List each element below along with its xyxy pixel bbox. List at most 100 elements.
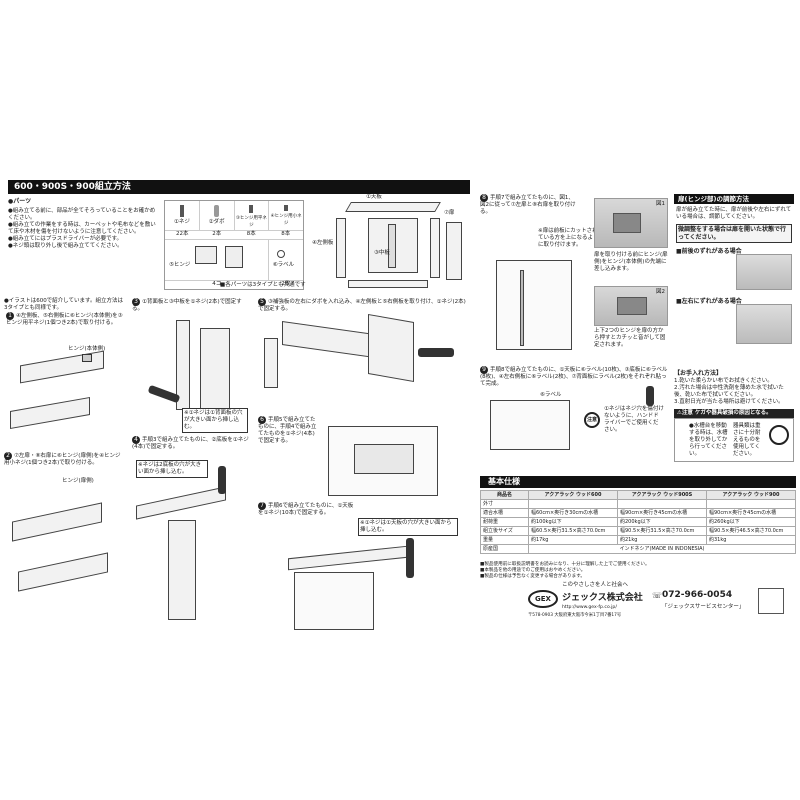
spec-cell: 幅90.5×奥行46.5×高さ70.0cm: [706, 526, 796, 536]
parts-note-4: ●ネジ頭は取り外し後で組み立ててください。: [8, 242, 123, 249]
hinge-icon: [195, 246, 217, 264]
adjust-left-photo: [736, 304, 792, 344]
company-logo: GEX: [528, 590, 558, 608]
inner-board: [354, 444, 414, 474]
parts-note-3: ●組み立てにはプラスドライバーが必要です。: [8, 235, 123, 242]
step-text: 手順3で組み立てたものに、②底板を①ネジ(4本)で固定する。: [132, 437, 249, 450]
adjust-front-heading: ■前後のずれがある場合: [676, 248, 742, 255]
screwdriver-icon: [406, 538, 414, 578]
parts-note-1: ●組み立てる前に、部品が全てそろっていることをお確かめください。: [8, 207, 156, 221]
part-label: ②ダボ: [208, 219, 225, 225]
adjust-front-photo: [736, 254, 792, 290]
part-label: ①ネジ: [173, 219, 190, 225]
small-screw-icon: [284, 205, 289, 211]
screw-icon: [179, 205, 184, 217]
parts-footer: ■各パーツは3タイプとも共通です: [220, 282, 306, 288]
right-side-board: [368, 313, 414, 383]
spec-cell: 約200kg以下: [617, 517, 707, 527]
spec-cell: 組立後サイズ: [480, 526, 529, 536]
step-number: 1: [6, 312, 14, 320]
table-row: 外寸: [480, 499, 796, 509]
hinge-icon: [617, 297, 647, 315]
spec-header: アクアラック ウッド600: [528, 490, 618, 500]
step-number: 9: [480, 366, 488, 374]
spec-table: 商品名 アクアラック ウッド600 アクアラック ウッド900S アクアラック …: [480, 490, 796, 554]
part-small-screw: ④ヒンジ用小ネジ: [269, 201, 303, 230]
label-door: ⑦扉: [444, 210, 455, 216]
left-side-board: [264, 338, 278, 388]
part-qty: 2本: [212, 231, 222, 237]
care-heading: 【お手入れ方法】: [674, 370, 723, 377]
step-text: ④左側板、⑤右側板に⑥ヒンジ(本体側)を③ヒンジ用平ネジ(1個つき2本)で取り付…: [6, 313, 123, 326]
spec-cell: 原産国: [480, 544, 529, 554]
step-text: 手順7で組み立てたものに、図1、図2に従って⑦左扉と⑧右扉を取り付ける。: [480, 195, 576, 215]
part-qty: 8本: [281, 231, 291, 237]
company-url: http://www.gex-fp.co.jp/: [562, 605, 617, 610]
spec-cell: 約31kg: [706, 535, 796, 545]
flat-screw-icon: [249, 205, 254, 213]
spec-cell: 耐荷重: [480, 517, 529, 527]
reinforce-board: [282, 320, 382, 360]
hinge-banner-text: 扉(ヒンジ部)の調節方法: [678, 195, 749, 203]
spec-header-row: 商品名 アクアラック ウッド600 アクアラック ウッド900S アクアラック …: [480, 490, 796, 500]
phone-icon: ☏: [652, 591, 663, 600]
screwdriver-icon: [418, 348, 454, 357]
label-top: ①天板: [366, 194, 382, 200]
spec-cell: 約21kg: [617, 535, 707, 545]
left-page: 600・900S・900組立方法 ●パーツ ●組み立てる前に、部品が全てそろって…: [0, 180, 470, 630]
table-row: 重量 約17kg 約21kg 約31kg: [480, 535, 796, 545]
fig1-label: 図1: [656, 201, 665, 207]
exploded-diagram: ①天板 ④左側板 ③中板 ⑦扉: [312, 194, 468, 292]
hinge-icon: [613, 213, 641, 233]
part-qty: 2枚: [281, 281, 291, 287]
label-tag: ⑥ラベル: [540, 392, 562, 398]
hinge-icon: [82, 354, 92, 362]
caution-badge: 注意: [584, 412, 600, 428]
step4-note: ※ネジは2底板の穴が大きい面から挿し込む。: [136, 460, 208, 478]
company-block: このやさしさを人と社会へ GEX ジェックス株式会社 ☏ 072-966-005…: [528, 582, 748, 622]
right-side-board: [10, 396, 90, 430]
prohibit-icon: [769, 424, 789, 445]
adjust-heading: 微調整をする場合は扉を開いた状態で行ってください。: [676, 224, 792, 243]
recycle-icon: [758, 588, 784, 614]
spec-cell: 幅60.5×奥行31.5×高さ70.0cm: [528, 526, 618, 536]
step-text: 手順8で組み立てたものに、①天板に⑥ラベル(10枚)、③底板に⑥ラベル(8枚)、…: [480, 367, 668, 387]
warning-text: ●水槽台を移動する時は、水槽を取り外してから行ってください。: [689, 422, 728, 457]
assembly-banner: 600・900S・900組立方法: [8, 180, 470, 194]
warning-banner-text: ⚠注意 ケガや器具破損の原因となる。: [677, 409, 772, 416]
parts-heading: ●パーツ: [8, 198, 32, 205]
step-number: 2: [4, 452, 12, 460]
left-door-board: [12, 502, 102, 542]
parts-qty-row: 22本 2本 8本 8本: [165, 231, 303, 240]
hinge-label: ヒンジ(扉側): [62, 478, 94, 484]
footnotes: ■製品使用前に取扱説明書をお読みになり、十分に理解した上でご使用ください。 ■本…: [480, 562, 796, 580]
back-assembly: [168, 520, 196, 620]
table-row: 適合水槽 幅60cm×奥行き30cmの水槽 幅90cm×奥行き45cmの水槽 幅…: [480, 508, 796, 518]
door-panel: [446, 222, 462, 280]
part-dowel: ②ダボ: [200, 201, 235, 230]
label-mid: ③中板: [374, 250, 390, 256]
hinge-qty-row: 4コ 2枚: [165, 280, 303, 289]
part-label: ⑥ラベル: [272, 262, 295, 268]
step-number: 7: [258, 502, 266, 510]
part-qty: 22本: [176, 231, 189, 237]
dowel-icon: [214, 205, 220, 217]
step-text: 手順6で組み立てたものに、①天板を①ネジ(10本)で固定する。: [258, 503, 354, 516]
step7-note: ※①ネジは①天板の穴が大きい面から挿し込む。: [358, 518, 458, 536]
spec-cell: [706, 499, 796, 509]
company-tagline: このやさしさを人と社会へ: [562, 582, 629, 588]
spec-cell: 約17kg: [528, 535, 618, 545]
spec-banner-text: 基本仕様: [488, 477, 520, 486]
top-board: [288, 545, 408, 571]
spec-cell: 外寸: [480, 499, 529, 509]
company-name: ジェックス株式会社: [562, 593, 643, 603]
step8-note: ※扉は前板にカットされている方を上になるように取り付けます。: [538, 228, 599, 248]
care-item: 3.直射日光が当たる場所は避けてください。: [674, 398, 784, 405]
company-phone: 072-966-0054: [662, 590, 733, 600]
